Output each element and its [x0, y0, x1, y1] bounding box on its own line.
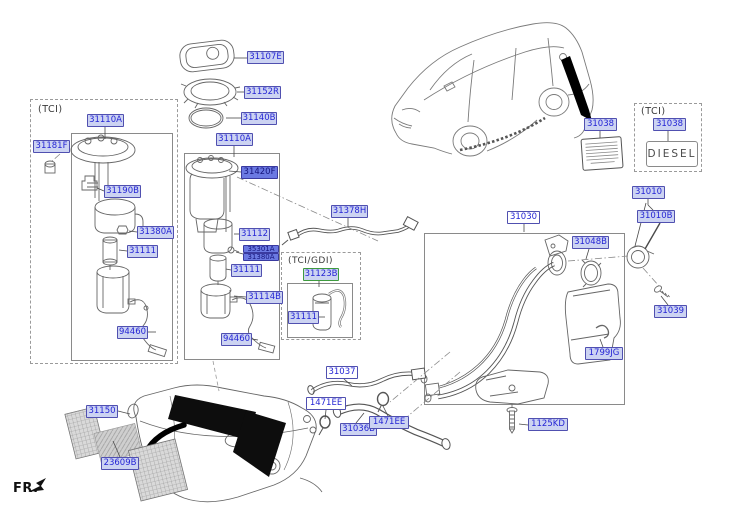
part-label-31010-32[interactable]: 31010 — [632, 186, 665, 199]
part-label-31123B-18[interactable]: 31123B — [303, 268, 339, 281]
part-label-31150-24[interactable]: 31150 — [86, 405, 118, 418]
fuel-caution-label-drawing — [580, 136, 624, 171]
part-label-31380A-6[interactable]: 31380A — [137, 226, 174, 239]
heat-protector-drawing — [64, 406, 189, 502]
part-label-31038-31[interactable]: 31038 — [653, 118, 686, 131]
fuel-pump-assembly-main-drawing — [185, 155, 276, 354]
part-label-23609B-25[interactable]: 23609B — [101, 457, 139, 470]
part-label-31112-11[interactable]: 31112 — [239, 228, 270, 241]
diesel-decal-text: DIESEL — [647, 148, 697, 160]
gdi-pump-drawing — [312, 289, 347, 331]
fuel-tube-31378H-drawing — [281, 215, 419, 246]
part-label-1471EE-23[interactable]: 1471EE — [369, 416, 409, 429]
group-box-tci-left — [30, 99, 178, 364]
assembly-box-gdi-pump — [287, 283, 353, 338]
fuel-pump-assembly-tci-drawing — [44, 134, 168, 358]
part-label-31111-19[interactable]: 31111 — [288, 311, 319, 324]
part-label-31010B-33[interactable]: 31010B — [637, 210, 675, 223]
assembly-box-tci-left — [71, 133, 173, 361]
part-label-31038-30[interactable]: 31038 — [584, 118, 617, 131]
assembly-box-filler-neck — [424, 233, 625, 405]
part-label-31420F-10[interactable]: 31420F — [241, 166, 278, 179]
part-label-31181F-4[interactable]: 31181F — [33, 140, 70, 153]
tank-nvh-pad-upper — [168, 395, 256, 440]
part-label-31110A-3[interactable]: 31110A — [87, 114, 124, 127]
fr-direction-arrow — [28, 478, 46, 492]
group-label-tci-left: (TCI) — [38, 104, 63, 115]
part-label-31140B-2[interactable]: 31140B — [241, 112, 277, 125]
tank-nvh-pad-side — [233, 411, 286, 477]
part-label-94460-8[interactable]: 94460 — [117, 326, 148, 339]
part-label-1799JG-28[interactable]: 1799JG — [585, 347, 623, 360]
part-label-31039-34[interactable]: 31039 — [654, 305, 687, 318]
construction-lines — [50, 153, 660, 417]
part-label-31048B-27[interactable]: 31048B — [572, 236, 609, 249]
part-label-31107E-0[interactable]: 31107E — [247, 51, 284, 64]
part-label-31190B-5[interactable]: 31190B — [104, 185, 141, 198]
part-label-31110A-9[interactable]: 31110A — [216, 133, 253, 146]
part-label-31111-14[interactable]: 31111 — [231, 264, 262, 277]
part-label-35301A-12[interactable]: 35301A — [243, 245, 279, 253]
label-leader-lines — [96, 57, 669, 458]
diesel-decal: DIESEL — [646, 141, 698, 167]
part-label-1471EE-21[interactable]: 1471EE — [306, 397, 346, 410]
group-label-tci-right: (TCI) — [641, 106, 666, 117]
part-label-31378H-17[interactable]: 31378H — [331, 205, 368, 218]
fuel-cap-drawing — [626, 245, 670, 298]
group-label-tci-gdi: (TCI/GDI) — [288, 256, 334, 266]
part-label-94460-16[interactable]: 94460 — [221, 333, 252, 346]
vehicle-illustration — [391, 22, 594, 157]
part-label-31380A-13[interactable]: 31380A — [243, 253, 279, 261]
part-label-31036B-22[interactable]: 31036B — [340, 423, 377, 436]
part-label-31152R-1[interactable]: 31152R — [244, 86, 281, 99]
part-label-31030-26[interactable]: 31030 — [507, 211, 540, 224]
filler-neck-assembly-drawing — [420, 234, 621, 434]
group-box-tci-right — [634, 103, 702, 172]
part-label-31037-20[interactable]: 31037 — [326, 366, 358, 379]
part-label-31111-7[interactable]: 31111 — [127, 245, 158, 258]
part-label-31114B-15[interactable]: 31114B — [246, 291, 283, 304]
fuel-pump-plate-cover-drawing — [179, 39, 241, 129]
part-label-1125KD-29[interactable]: 1125KD — [528, 418, 568, 431]
assembly-box-main — [184, 153, 280, 360]
fr-label: FR. — [13, 481, 39, 496]
leader-dashed-tank — [212, 360, 220, 392]
